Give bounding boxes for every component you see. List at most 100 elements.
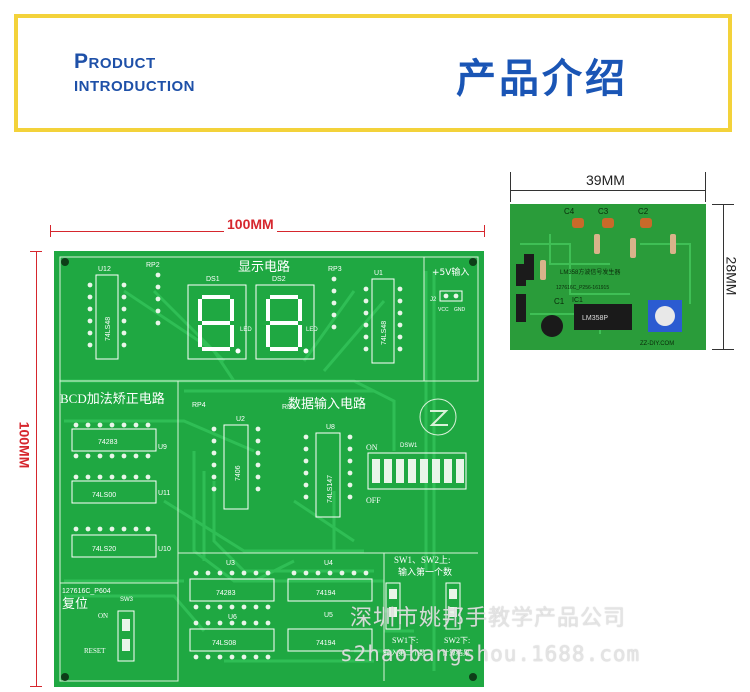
u3-label: U3 <box>226 560 235 567</box>
small-width-line <box>510 190 706 191</box>
u2-chip-outline: U2 7406 <box>223 416 249 510</box>
small-model-label: 127616C_P256-161915 <box>556 285 609 291</box>
u5-label: U5 <box>324 612 333 619</box>
product-cap-letter: P <box>74 50 89 73</box>
u1-chip-outline: 74LS48 <box>371 278 395 364</box>
small-width-label: 39MM <box>586 172 625 188</box>
dip-switch <box>367 452 467 490</box>
product-heading: PRODUCT <box>74 50 156 73</box>
led2-label: LED <box>306 327 318 333</box>
sw1-switch <box>385 582 401 630</box>
dsw-on-label: ON <box>366 443 378 452</box>
u12-chip-outline: 74LS48 <box>95 274 119 360</box>
lm358-chip-label: LM358P <box>582 315 608 322</box>
sw-note-line-1: SW1、SW2上: <box>394 555 451 565</box>
sw-note-line-4: 输入第二个数 <box>384 648 426 657</box>
header-banner <box>14 14 732 132</box>
u11-label: U11 <box>158 490 170 497</box>
watermark-url: s2haobangshou.1688.com <box>340 642 641 666</box>
dsw1-label: DSW1 <box>400 443 418 449</box>
u4-label: U4 <box>324 560 333 567</box>
big-height-line <box>36 251 37 687</box>
small-height-tick-top <box>712 204 734 205</box>
u11-part-label: 74LS00 <box>92 492 116 499</box>
reset-switch <box>117 610 135 662</box>
c4-label: C4 <box>564 207 575 216</box>
small-height-line <box>723 204 724 350</box>
seven-segment-display-1: LED <box>187 284 252 360</box>
big-width-tick-left <box>50 225 51 237</box>
bcd-pads <box>73 422 151 532</box>
site-label: ZZ-DIY.COM <box>640 341 674 347</box>
dsw-off-label: OFF <box>366 496 381 505</box>
big-height-tick-bottom <box>30 686 42 687</box>
sw-note-line-6: 计算结果 <box>442 648 470 657</box>
rp3-label: RP3 <box>328 266 342 273</box>
u6-label: U6 <box>228 614 237 621</box>
product-rest-text: RODUCT <box>88 55 156 72</box>
u5-chip-outline: 74194 <box>287 628 373 652</box>
small-height-label: 28MM <box>723 256 740 296</box>
data-input-section-title: 数据输入电路 <box>288 396 366 412</box>
small-width-tick-right <box>705 172 706 202</box>
u12-label: U12 <box>98 266 111 273</box>
u11-chip-outline: 74LS00 U11 <box>71 480 170 504</box>
big-height-tick-top <box>30 251 42 252</box>
sw-note-line-5: SW2下: <box>444 636 470 645</box>
big-height-label: 100MM <box>16 418 33 472</box>
display-section-title: 显示电路 <box>238 259 290 275</box>
main-pcb-board: 显示电路 U12 RP2 DS1 DS2 RP3 U1 74LS48 74LS4… <box>54 251 484 687</box>
gnd-label: GND <box>454 307 466 313</box>
vcc-label: VCC <box>438 307 449 313</box>
section-borders <box>59 256 479 682</box>
ds1-label: DS1 <box>206 276 220 283</box>
reset-label: RESET <box>84 647 106 655</box>
big-width-label: 100MM <box>224 216 277 232</box>
u3-chip-outline: 74283 <box>189 578 275 602</box>
main-pcb-artwork: 显示电路 U12 RP2 DS1 DS2 RP3 U1 74LS48 74LS4… <box>54 251 484 687</box>
ds2-label: DS2 <box>272 276 286 283</box>
brand-logo <box>419 398 457 436</box>
rn1-label: RN1 <box>282 404 296 411</box>
u4-chip-outline: 74194 <box>287 578 373 602</box>
sw-note-line-3: SW1下: <box>392 636 418 645</box>
u9-part-label: 74283 <box>98 439 118 446</box>
big-width-tick-right <box>484 225 485 237</box>
u8-label: U8 <box>326 424 335 431</box>
u6-chip-outline: 74LS08 <box>189 628 275 652</box>
board-model-label: 127616C_P604 <box>62 588 111 595</box>
c1-label: C1 <box>554 297 565 306</box>
watermark-company: 深圳市姚邦手教学产品公司 <box>350 606 627 631</box>
u10-label: U10 <box>158 546 171 553</box>
u8-chip-outline: U8 74LS147 <box>315 424 341 518</box>
ic1-label: IC1 <box>572 297 583 304</box>
small-title-label: LM358方波信号发生器 <box>560 268 620 276</box>
rp2-label: RP2 <box>146 262 160 269</box>
data-input-pads <box>211 426 353 500</box>
u9-chip-outline: 74283 U9 <box>71 428 167 452</box>
power-input-label: +5V输入 <box>432 266 469 278</box>
introduction-heading: INTRODUCTION <box>74 78 195 95</box>
u10-part-label: 74LS20 <box>92 546 116 553</box>
small-pcb-board: C4 C3 C2 LM358方波信号发生器 127616C_P256-16191… <box>510 204 706 350</box>
u6-part-label: 74LS08 <box>212 640 236 647</box>
u3-part-label: 74283 <box>216 590 236 597</box>
sw3-on-label: ON <box>98 612 108 620</box>
led1-label: LED <box>240 327 252 333</box>
u10-chip-outline: 74LS20 U10 <box>71 534 171 558</box>
reset-section-title: 复位 <box>62 596 88 611</box>
c3-label: C3 <box>598 207 609 216</box>
u12-part-label: 74LS48 <box>105 317 112 341</box>
u8-part-label: 74LS147 <box>327 475 334 503</box>
seven-segment-display-2: LED <box>255 284 318 360</box>
c2-label: C2 <box>638 207 649 216</box>
u2-part-label: 7406 <box>235 465 242 481</box>
u1-label: U1 <box>374 270 383 277</box>
sw-note-line-2: 输入第一个数 <box>398 566 452 578</box>
sw2-switch <box>445 582 461 630</box>
brand-logo-mark <box>429 410 449 426</box>
u9-label: U9 <box>158 444 167 451</box>
small-pcb-artwork: C4 C3 C2 LM358方波信号发生器 127616C_P256-16191… <box>510 204 706 350</box>
rp4-label: RP4 <box>192 402 206 409</box>
bottom-pads <box>193 570 369 660</box>
